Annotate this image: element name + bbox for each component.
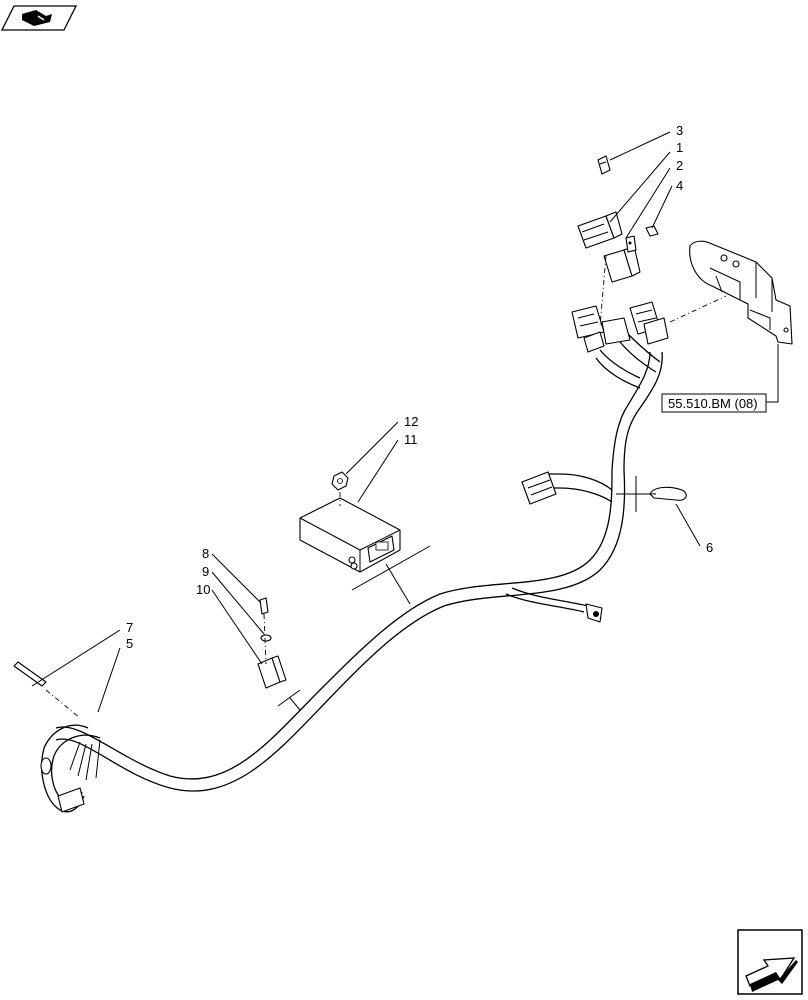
callout-11: 11 <box>404 432 418 447</box>
part-nut-4 <box>645 225 659 237</box>
part-relay-10 <box>257 655 287 689</box>
main-harness-cable <box>40 351 663 813</box>
leader-lines <box>31 131 779 713</box>
part-control-module-11 <box>299 497 401 573</box>
section-marks <box>277 476 656 711</box>
callout-8: 8 <box>202 546 209 561</box>
callout-9: 9 <box>202 564 209 579</box>
part-relay-2 <box>603 235 641 283</box>
callout-10: 10 <box>196 582 210 597</box>
callout-4: 4 <box>676 178 683 193</box>
callout-labels: 3 1 2 4 12 11 8 9 10 7 5 6 <box>126 123 713 651</box>
part-bolt-8 <box>259 597 269 615</box>
callout-6: 6 <box>706 540 713 555</box>
book-view-icon[interactable] <box>0 5 78 31</box>
callout-2: 2 <box>676 158 683 173</box>
connector-cluster <box>571 301 669 389</box>
reference-box[interactable]: 55.510.BM (08) <box>661 393 767 413</box>
part-connector-1 <box>577 211 623 249</box>
part-strap-7 <box>13 661 47 687</box>
callout-5: 5 <box>126 636 133 651</box>
part-clip-3 <box>597 155 611 175</box>
reference-label: 55.510.BM (08) <box>668 396 758 411</box>
part-cable-tie-6 <box>649 486 687 501</box>
callout-7: 7 <box>126 620 133 635</box>
part-nut-12 <box>331 471 349 491</box>
part-washer-9 <box>260 634 272 642</box>
mounting-bracket <box>689 240 793 345</box>
assembly-lines <box>45 255 727 719</box>
callout-1: 1 <box>676 140 683 155</box>
callout-3: 3 <box>676 123 683 138</box>
next-page-arrow-icon[interactable] <box>737 929 803 995</box>
callout-12: 12 <box>404 414 418 429</box>
